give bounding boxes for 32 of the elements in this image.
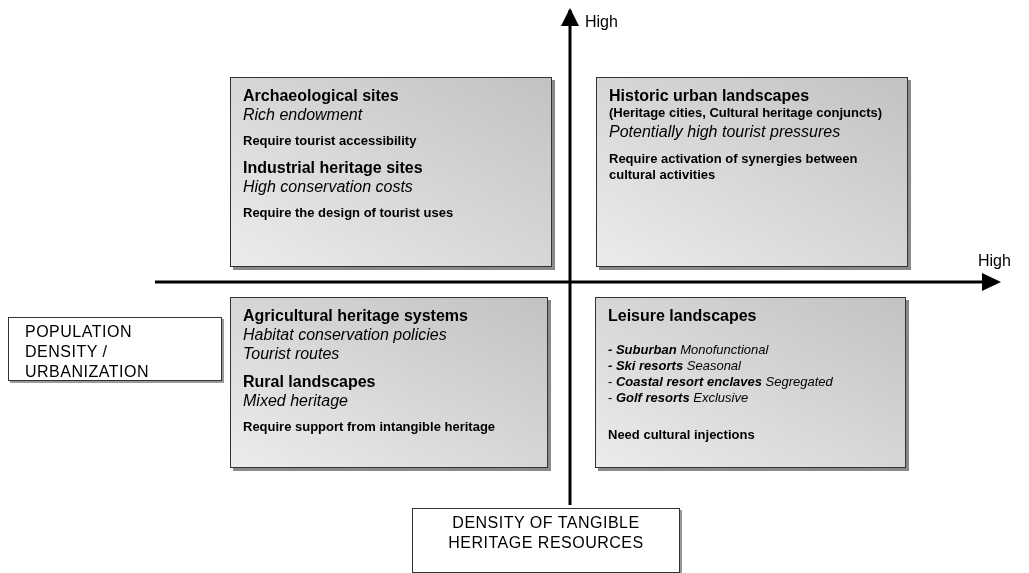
axis-end-label: High: [978, 251, 1011, 271]
quadrant-text: - Golf resorts Exclusive: [608, 390, 750, 406]
quadrant-text: - Ski resorts Seasonal: [608, 358, 742, 374]
axis-title: POPULATION DENSITY / URBANIZATION: [25, 322, 150, 382]
quadrant-text: Tourist routes: [243, 344, 341, 363]
quadrant-box: [230, 297, 548, 468]
axis-title: DENSITY OF TANGIBLE HERITAGE RESOURCES: [447, 513, 645, 553]
quadrant-text: Rich endowment: [243, 105, 364, 124]
quadrant-text: Historic urban landscapes: [609, 86, 811, 105]
axis-end-label: High: [585, 12, 618, 32]
quadrant-text: Need cultural injections: [608, 427, 756, 443]
quadrant-text: Require activation of synergies between cultural activities: [609, 151, 859, 183]
quadrant-text: (Heritage cities, Cultural heritage conjuncts): [609, 105, 884, 121]
quadrant-text: Require tourist accessibility: [243, 133, 418, 149]
quadrant-text: Industrial heritage sites: [243, 158, 424, 177]
quadrant-text: Agricultural heritage systems: [243, 306, 469, 325]
quadrant-box: [595, 297, 906, 468]
quadrant-text: Require the design of tourist uses: [243, 205, 455, 221]
quadrant-text: Archaeological sites: [243, 86, 400, 105]
quadrant-text: Leisure landscapes: [608, 306, 758, 325]
quadrant-box: [596, 77, 908, 267]
quadrant-text: - Suburban Monofunctional: [608, 342, 770, 358]
quadrant-text: - Coastal resort enclaves Segregated: [608, 374, 834, 390]
quadrant-box: [230, 77, 552, 267]
quadrant-text: Mixed heritage: [243, 391, 349, 410]
quadrant-text: Habitat conservation policies: [243, 325, 448, 344]
axis-label-box: [412, 508, 680, 573]
quadrant-text: Rural landscapes: [243, 372, 377, 391]
axis-label-box: [8, 317, 222, 381]
quadrant-text: Require support from intangible heritage: [243, 419, 497, 435]
quadrant-text: High conservation costs: [243, 177, 414, 196]
quadrant-text: Potentially high tourist pressures: [609, 122, 842, 141]
